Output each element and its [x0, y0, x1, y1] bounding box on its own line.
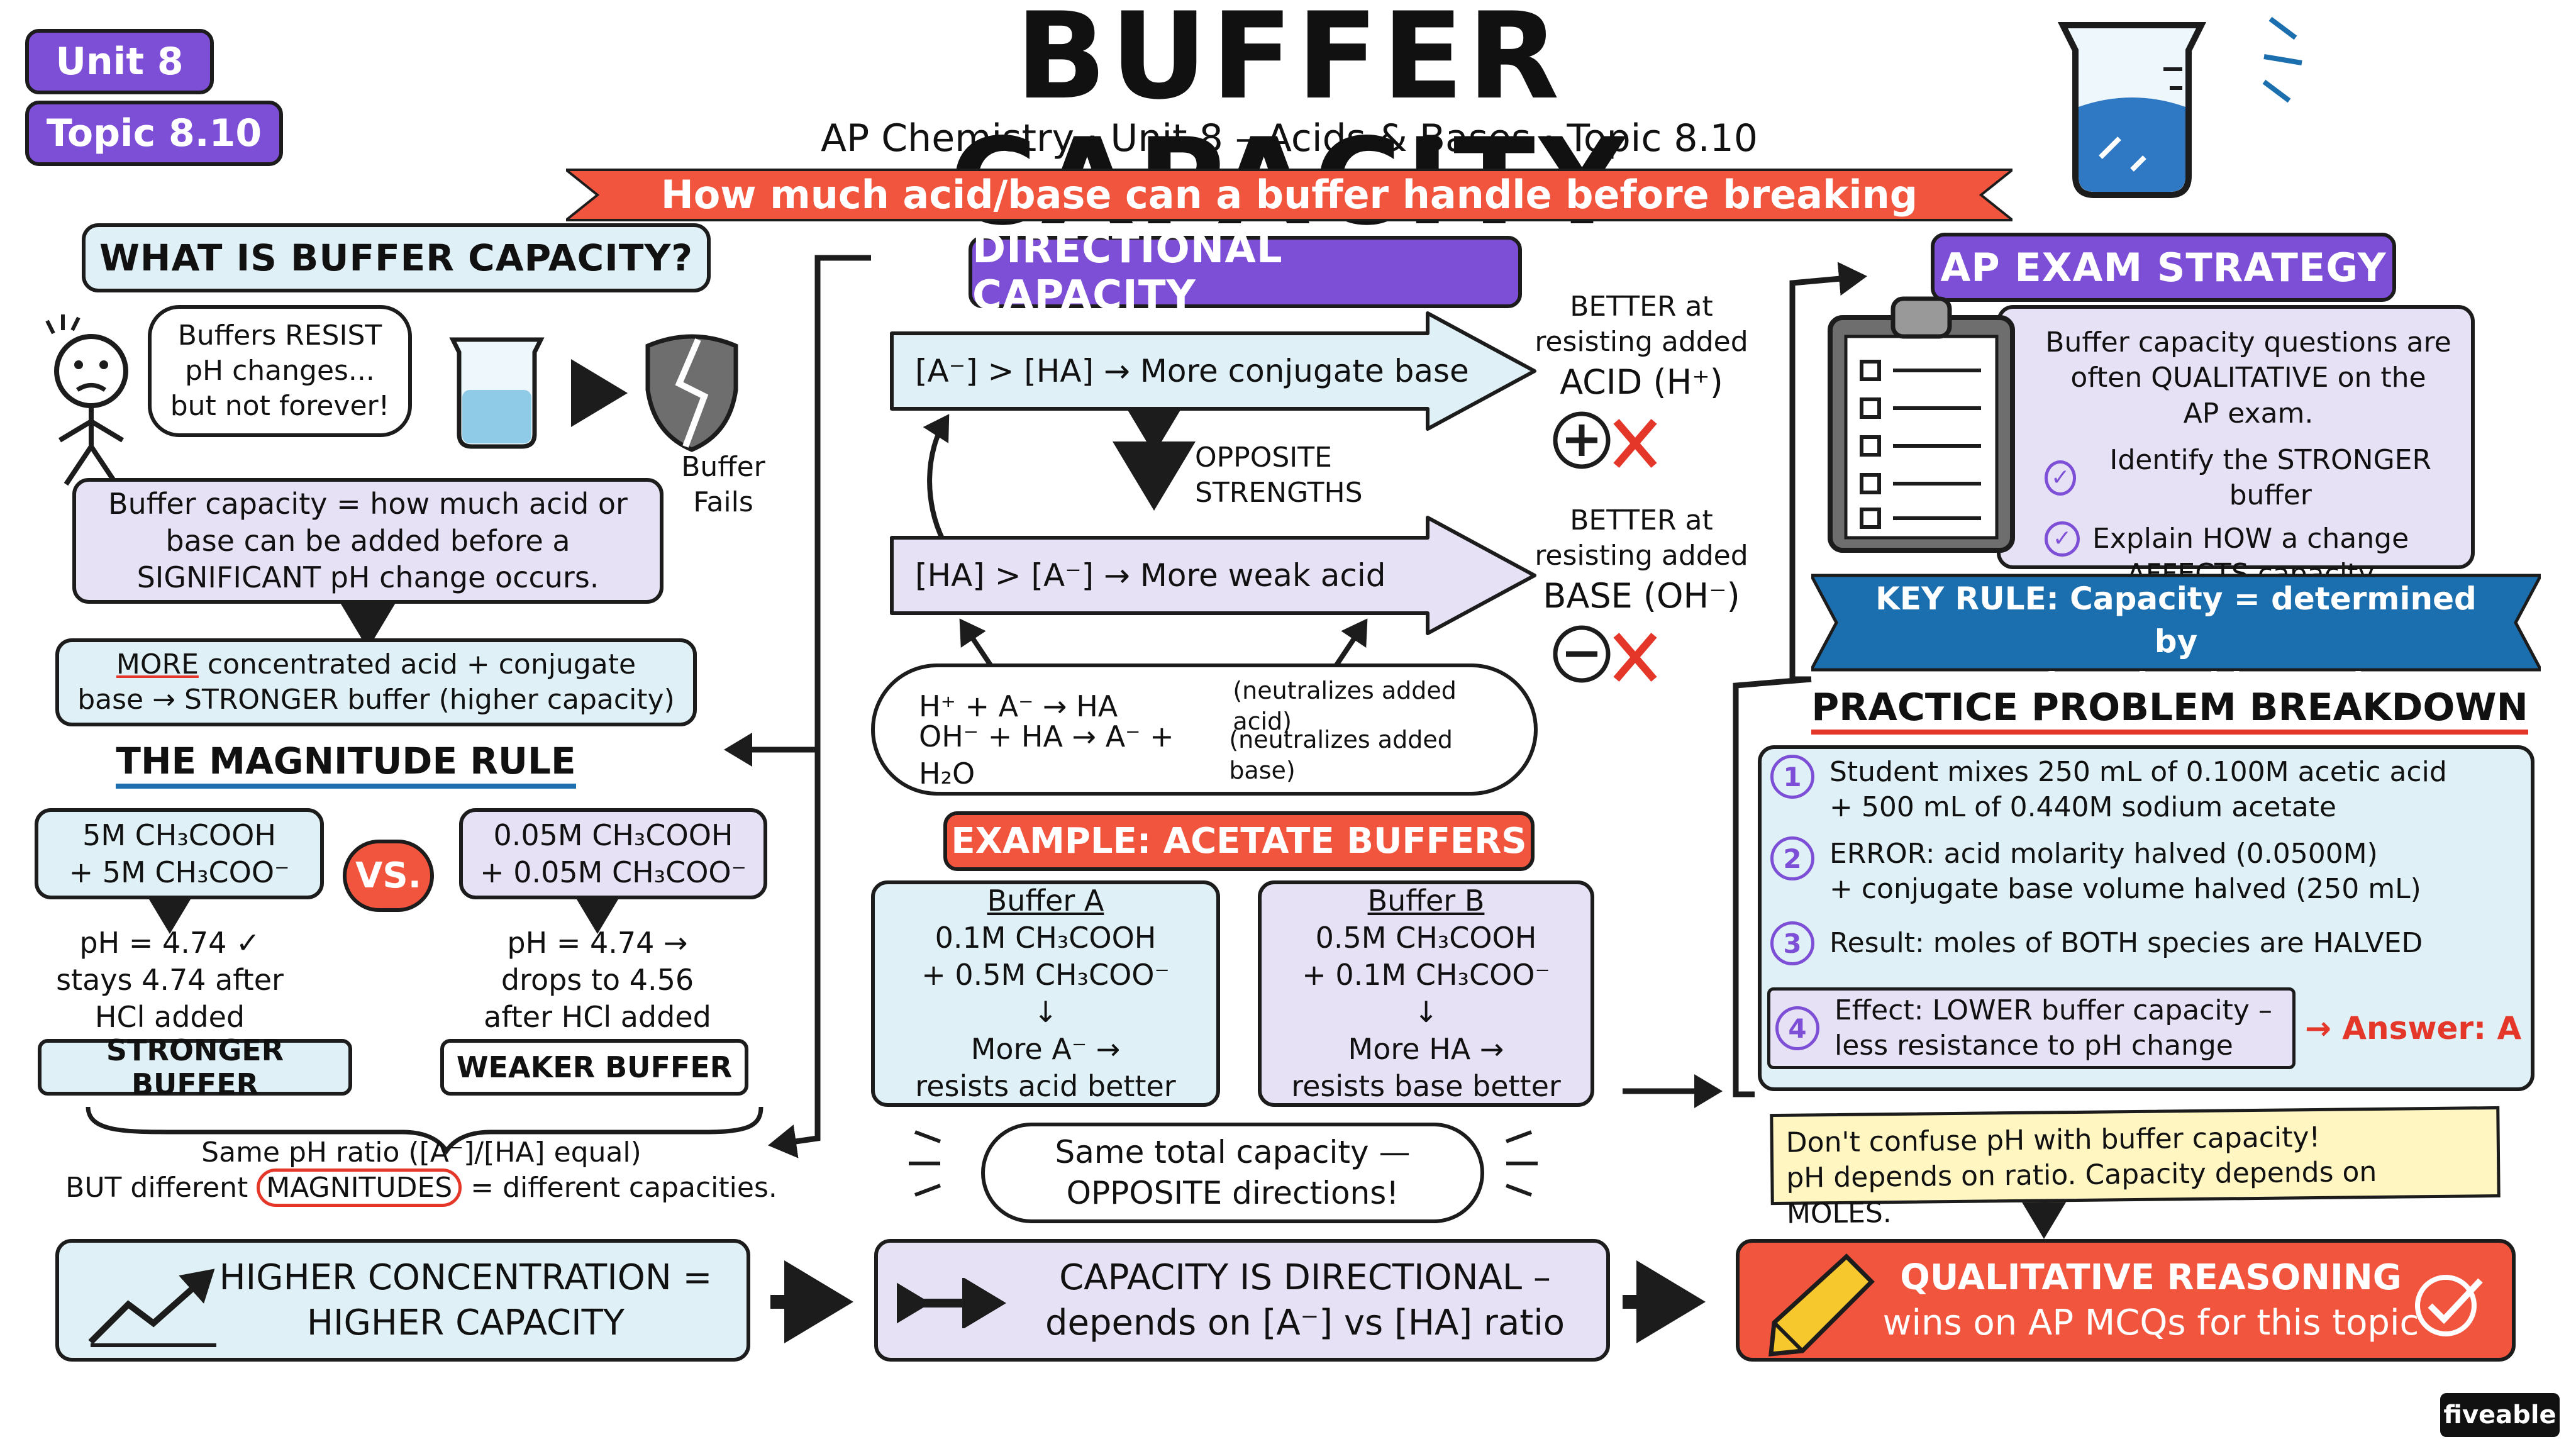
definition-box: Buffer capacity = how much acid or base …	[72, 478, 663, 604]
more-word: MORE	[116, 648, 199, 680]
more-concentrated-box: MORE concentrated acid + conjugate base …	[55, 638, 697, 726]
curve-arrow-cloud-right	[1331, 618, 1368, 672]
reaction-acid-note: (neutralizes added acid)	[1233, 676, 1457, 735]
check-icon: ✓	[2045, 460, 2077, 496]
vs-badge: VS.	[343, 840, 434, 912]
weak-mixture-box: 0.05M CH₃COOH+ 0.05M CH₃COO⁻	[459, 808, 767, 899]
banner-question: How much acid/base can a buffer handle b…	[660, 172, 1918, 278]
minus-x-icon	[1553, 625, 1657, 683]
definition-line: base can be added before a	[165, 523, 570, 558]
trend-up-icon	[88, 1269, 216, 1347]
what-heading: WHAT IS BUFFER CAPACITY?	[82, 223, 711, 292]
practice-step-2: 2 ERROR: acid molarity halved (0.0500M)+…	[1770, 836, 2519, 906]
clipboard-icon	[1828, 296, 2015, 553]
arrow-conjugate-base-text: [A⁻] > [HA] → More conjugate base	[915, 353, 1469, 389]
magnitude-heading: THE MAGNITUDE RULE	[94, 733, 597, 789]
arrow-shape-weak-acid	[890, 516, 1536, 635]
directional-summary-box: CAPACITY IS DIRECTIONAL –depends on [A⁻]…	[874, 1239, 1610, 1362]
arrow-to-directional	[768, 255, 871, 1158]
step-number-icon: 3	[1770, 921, 1814, 965]
buffer-a-box: Buffer A 0.1M CH₃COOH + 0.5M CH₃COO⁻ ↓ M…	[871, 880, 1220, 1107]
practice-step-1: 1 Student mixes 250 mL of 0.100M acetic …	[1770, 755, 2519, 824]
reaction-acid: H⁺ + A⁻ → HA	[919, 689, 1118, 723]
beaker-spark	[2262, 16, 2302, 103]
practice-step-3: 3 Result: moles of BOTH species are HALV…	[1770, 921, 2519, 965]
bubble-line: but not forever!	[170, 390, 390, 423]
spark-right	[1505, 1130, 1538, 1197]
banner-shape	[566, 169, 2012, 221]
worried-person-icon	[45, 314, 128, 486]
speech-bubble: Buffers RESIST pH changes... but not for…	[148, 305, 412, 437]
arrow-practice-left	[1733, 676, 1812, 1097]
reaction-base-note: (neutralizes added base)	[1229, 725, 1453, 784]
strategy-heading: AP EXAM STRATEGY	[1931, 233, 2396, 302]
key-rule-banner-shape	[1811, 574, 2541, 672]
definition-line: SIGNIFICANT pH change occurs.	[136, 560, 599, 595]
more-rest: concentrated acid + conjugate	[198, 648, 636, 680]
double-arrow-icon	[897, 1278, 1006, 1328]
strong-mixture-box: 5M CH₃COOH+ 5M CH₃COO⁻	[35, 808, 324, 899]
brand-logo: fiveable	[2440, 1393, 2560, 1437]
practice-step-4: 4 Effect: LOWER buffer capacity –less re…	[1767, 987, 2296, 1069]
arrow-shape-conjugate-base	[890, 311, 1536, 431]
check-item-1: Identify the STRONGER buffer	[2109, 443, 2432, 512]
higher-concentration-box: HIGHER CONCENTRATION =HIGHER CAPACITY	[55, 1239, 750, 1362]
example-heading: EXAMPLE: ACETATE BUFFERS	[943, 811, 1535, 871]
spark-left	[909, 1130, 941, 1197]
page-subtitle: AP Chemistry · Unit 8 – Acids & Bases · …	[820, 116, 1758, 160]
practice-heading: PRACTICE PROBLEM BREAKDOWN	[1792, 676, 2547, 739]
page-title: BUFFER CAPACITY	[950, 0, 1626, 245]
check-circle-icon	[2415, 1275, 2483, 1336]
reactions-cloud: H⁺ + A⁻ → HA (neutralizes added acid) OH…	[871, 663, 1538, 796]
plus-x-icon	[1553, 411, 1657, 469]
more-line2: base → STRONGER buffer (higher capacity)	[77, 684, 675, 716]
brace	[86, 1106, 763, 1155]
beaker-icon	[2057, 22, 2207, 198]
reaction-base: OH⁻ + HA → A⁻ + H₂O	[919, 719, 1174, 791]
arrow-weak-acid-text: [HA] > [A⁻] → More weak acid	[915, 557, 1386, 594]
same-capacity-cloud: Same total capacity —OPPOSITE directions…	[981, 1123, 1484, 1223]
unit-badge: Unit 8	[25, 29, 214, 94]
buffer-b-title: Buffer B	[1367, 884, 1485, 918]
definition-line: Buffer capacity = how much acid or	[108, 486, 628, 521]
answer-label: → Answer: A	[2305, 1010, 2522, 1046]
buffer-fails-illustration	[449, 334, 738, 452]
weaker-buffer-label: WEAKER BUFFER	[440, 1039, 748, 1096]
bubble-line: Buffers RESIST	[177, 319, 382, 352]
bubble-line: pH changes...	[185, 354, 375, 387]
step-number-icon: 1	[1770, 755, 1814, 799]
directional-heading: DIRECTIONAL CAPACITY	[969, 226, 1522, 319]
step-number-icon: 4	[1775, 1006, 1819, 1050]
curve-arrow-cloud-left	[959, 618, 996, 672]
pencil-icon	[1768, 1253, 1875, 1357]
magnitudes-word: MAGNITUDES	[257, 1169, 462, 1208]
step-number-icon: 2	[1770, 836, 1814, 880]
stronger-buffer-label: STRONGER BUFFER	[38, 1033, 352, 1101]
pro-tip-note: Don't confuse pH with buffer capacity!pH…	[1770, 1106, 2501, 1230]
buffer-b-box: Buffer B 0.5M CH₃COOH + 0.1M CH₃COO⁻ ↓ M…	[1258, 880, 1594, 1107]
check-icon: ✓	[2045, 521, 2080, 557]
buffer-a-title: Buffer A	[987, 884, 1104, 918]
topic-badge: Topic 8.10	[25, 101, 283, 166]
curve-arrow-left	[923, 414, 950, 542]
magnitude-summary: Same pH ratio ([A⁻]/[HA] equal) BUT diff…	[50, 1135, 792, 1217]
